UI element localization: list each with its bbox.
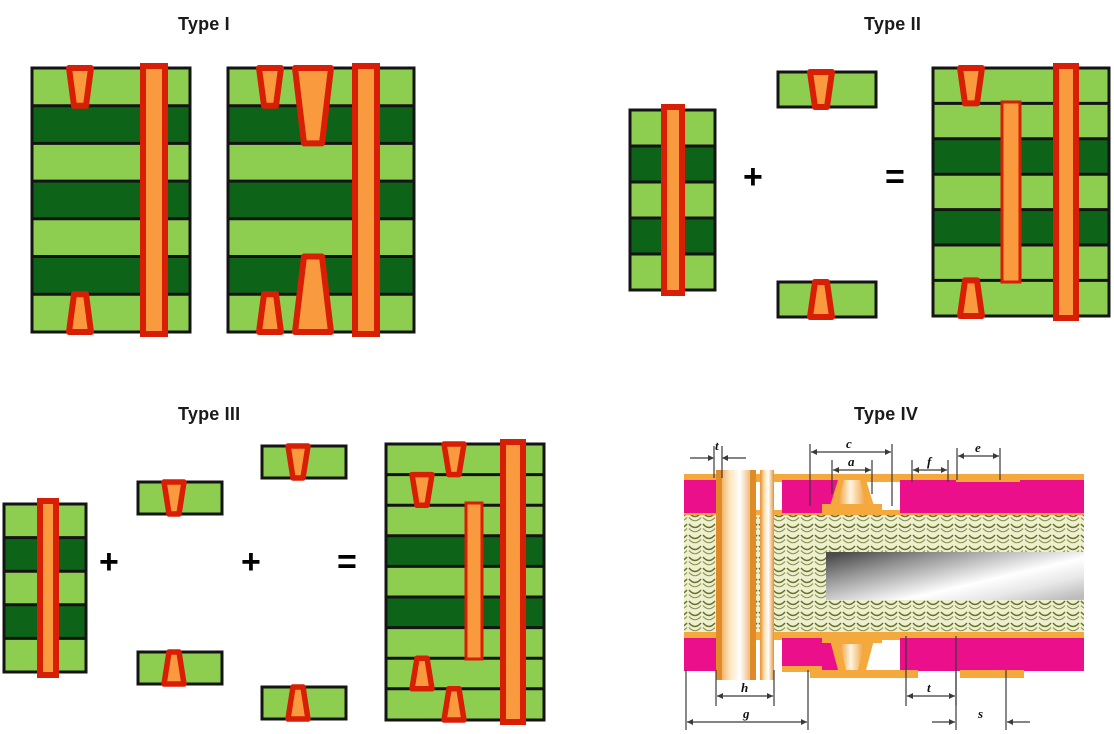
type-1-title: Type I: [178, 14, 230, 34]
type-3-foil-c: [136, 649, 224, 687]
buried-via-result: [1000, 100, 1022, 284]
type-4-board-body: [684, 470, 1084, 680]
through-via-left: [140, 63, 168, 337]
dimension-label-g: g: [743, 706, 750, 721]
type-4-dimensions-top: [690, 444, 1001, 506]
type-4-cross-section: [684, 444, 1084, 730]
type-3-core: [2, 498, 88, 678]
microvia-bottom-shallow-right: [256, 291, 284, 335]
dimension-label-f: f: [927, 454, 932, 469]
microvia-result-top-inner: [409, 471, 435, 508]
microvia-bottom-left: [66, 291, 94, 335]
dimension-label-a: a: [848, 454, 855, 469]
inner-metal-plane: [826, 552, 1084, 600]
type-1-graphic: [30, 63, 416, 337]
type-3-plus-2: +: [241, 543, 261, 581]
soldermask-top-right: [900, 480, 1084, 513]
microvia-top-shallow-right: [256, 65, 284, 109]
through-via-right: [352, 63, 380, 337]
panel-type-1: Type I: [0, 0, 470, 370]
dimension-label-t-bottom: t: [927, 680, 931, 695]
buried-via-core: [661, 104, 685, 296]
type-3-title: Type III: [178, 404, 241, 424]
type-3-foil-b: [260, 443, 348, 481]
type-2-title: Type II: [864, 14, 922, 34]
microvia-foil-d: [285, 684, 311, 722]
dimension-label-c: c: [846, 436, 852, 451]
type-2-foil-bottom: [776, 279, 878, 320]
type-1-left-stack: [30, 63, 192, 337]
microvia-result-bottom: [957, 277, 985, 319]
dimension-label-s: s: [978, 706, 984, 721]
microvia-result-bottom-inner: [409, 655, 435, 692]
microvia-foil-bottom: [807, 279, 835, 320]
type-2-result: [931, 63, 1111, 321]
type-2-graphic: [628, 63, 1111, 321]
dimension-label-h: h: [741, 680, 749, 695]
type-4-title: Type IV: [854, 404, 919, 424]
microvia-foil-a: [161, 479, 187, 517]
dimension-label-t-top: t: [715, 438, 719, 453]
microvia-top-left: [66, 65, 94, 109]
microvia-foil-c: [161, 649, 187, 687]
type-2-foil-top: [776, 69, 878, 110]
type-3-graphic: [2, 439, 546, 725]
microvia-top-type4: [822, 480, 882, 514]
microvia-foil-top: [807, 69, 835, 110]
microvia-bottom-deep-right: [292, 253, 334, 335]
microvia-result-top: [957, 65, 985, 107]
type-3-foil-d: [260, 684, 348, 722]
microvia-result-bottom-outer: [441, 686, 467, 723]
microvia-foil-b: [285, 443, 311, 481]
plated-through-hole: [716, 470, 774, 680]
through-via-result: [1053, 63, 1079, 321]
panel-type-2: Type II: [600, 0, 1114, 370]
through-via-result-3: [500, 439, 526, 725]
type-3-foil-a: [136, 479, 224, 517]
panel-type-3: Type III: [0, 390, 570, 734]
panel-type-4: Type IV: [660, 390, 1114, 734]
type-2-plus-operator: +: [743, 158, 763, 196]
type-3-result: [384, 439, 546, 725]
type-1-right-stack: [226, 63, 416, 337]
buried-via-result-3: [464, 501, 484, 661]
microvia-bottom-type4: [822, 634, 882, 670]
type-3-equals: =: [337, 543, 357, 581]
type-2-core: [628, 104, 717, 296]
buried-via-core-3: [37, 498, 59, 678]
microvia-top-deep-right: [292, 65, 334, 147]
type-2-equals-operator: =: [885, 158, 905, 196]
microvia-result-top-outer: [441, 441, 467, 478]
type-4-dimensions-bottom: [685, 636, 1030, 730]
dimension-label-e: e: [975, 440, 981, 455]
soldermask-bottom-far: [956, 638, 1084, 671]
type-3-plus-1: +: [99, 543, 119, 581]
